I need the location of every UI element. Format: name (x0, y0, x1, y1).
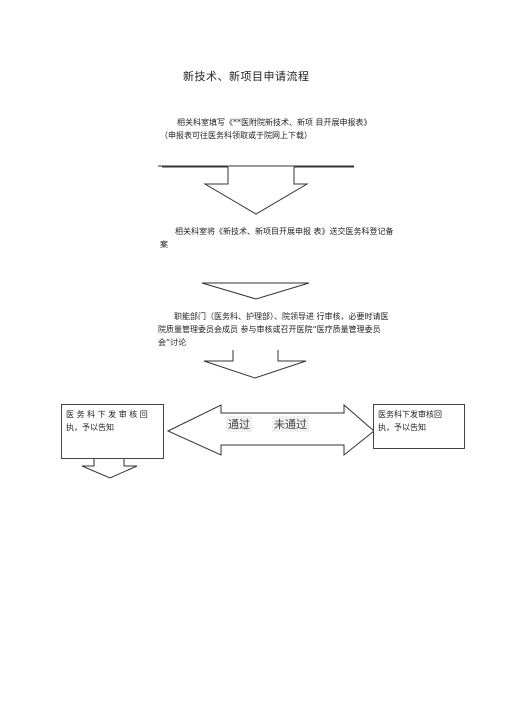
fail-label: 未通过 (272, 416, 309, 432)
rejected-notice-box: 医务科下发审核回 执，予以告知 (373, 404, 465, 449)
double-arrow-shape (166, 403, 375, 457)
down-arrow-3-shape (203, 350, 307, 379)
flowchart-title: 新技术、新项目申请流程 (183, 70, 310, 83)
step-3-review: 职能部门（医务科、护理部）、院领导进 行审核，必要时请医 院质量管理委员会成员 … (158, 310, 453, 349)
down-arrow-1 (162, 167, 354, 184)
step-2-line-1: 相关科室将《新技术、新项目开展申报 表》送交医务科登记备 (175, 227, 394, 236)
down-arrow-2-shape (201, 282, 310, 300)
step-3-line-2: 院质量管理委员会成员 参与审核或召开医院“医疗质量管理委员 (158, 325, 381, 334)
step-1-line-1: 相关科室填写《**医附院新技术、新项 目开展申报表》 (177, 118, 372, 127)
approved-notice-box: 医 务 科 下 发 审 核 回 执，予以告知 (61, 404, 164, 459)
down-arrow-1-shape (162, 166, 354, 215)
rejected-notice-line-2: 执，予以告知 (378, 423, 426, 432)
approved-notice-line-1: 医 务 科 下 发 审 核 回 (66, 410, 148, 419)
step-3-line-1: 职能部门（医务科、护理部）、院领导进 行审核，必要时请医 (174, 312, 389, 321)
step-2-register-form: 相关科室将《新技术、新项目开展申报 表》送交医务科登记备 案 (160, 225, 450, 251)
rejected-notice-line-1: 医务科下发审核回 (378, 410, 442, 419)
approved-notice-line-2: 执，予以告知 (66, 423, 114, 432)
step-1-submit-form: 相关科室填写《**医附院新技术、新项 目开展申报表》 （申报表可往医务科领取或于… (160, 116, 460, 142)
step-3-line-3: 会”讨论 (158, 338, 187, 347)
down-arrow-4-shape (81, 459, 138, 479)
pass-label: 通过 (226, 416, 252, 432)
step-1-line-2: （申报表可往医务科领取或于院网上下载） (160, 131, 312, 140)
step-2-line-2: 案 (160, 240, 168, 249)
